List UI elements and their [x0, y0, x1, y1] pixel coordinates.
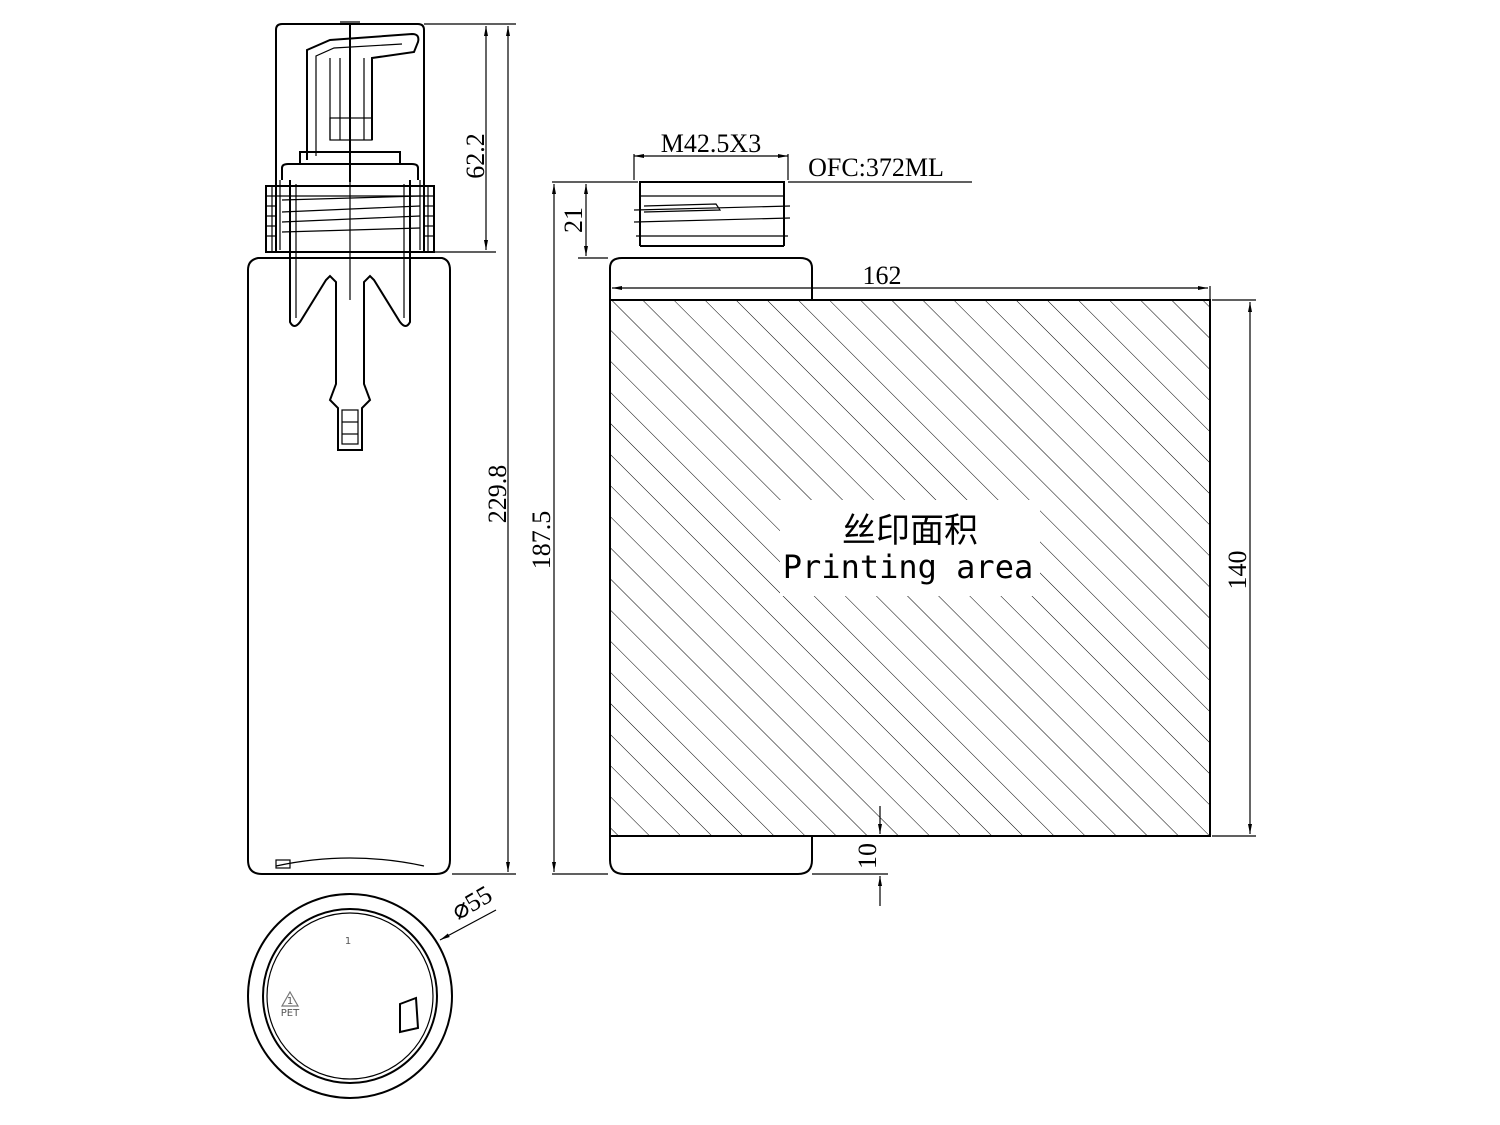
bottle-shoulder	[609, 257, 813, 300]
bottom-margin-label: 10	[853, 843, 882, 869]
bottle-bottom	[609, 836, 813, 875]
base-notch	[399, 996, 420, 1034]
right-dimension-lines	[552, 154, 1256, 906]
printing-area-label-en: Printing area	[783, 548, 1033, 586]
print-height-label: 140	[1223, 551, 1252, 590]
bottle-print-view	[609, 181, 1211, 875]
diameter-label: ⌀55	[446, 880, 497, 926]
capacity-label: OFC:372ML	[808, 153, 944, 182]
svg-text:1: 1	[287, 996, 293, 1007]
neck-finish	[639, 181, 785, 246]
base-outer-circle	[247, 893, 453, 1099]
bottle-base-view: 1 1 PET	[247, 893, 497, 1099]
recycle-icon: 1	[280, 990, 300, 1007]
total-height-label: 229.8	[483, 465, 512, 524]
left-dimension-lines	[424, 23, 516, 875]
material-label: PET	[281, 1008, 300, 1019]
mold-number: 1	[345, 936, 351, 947]
cap-height-label: 62.2	[461, 133, 490, 179]
neck-height-label: 21	[559, 207, 588, 233]
print-width-label: 162	[863, 261, 902, 290]
bottle-body	[247, 257, 451, 875]
body-height-label: 187.5	[527, 511, 556, 570]
pump-actuator	[306, 32, 420, 160]
printing-area-label-cn: 丝印面积	[842, 511, 978, 551]
bottle-side-view	[247, 21, 451, 875]
thread-spec-label: M42.5X3	[661, 129, 761, 158]
